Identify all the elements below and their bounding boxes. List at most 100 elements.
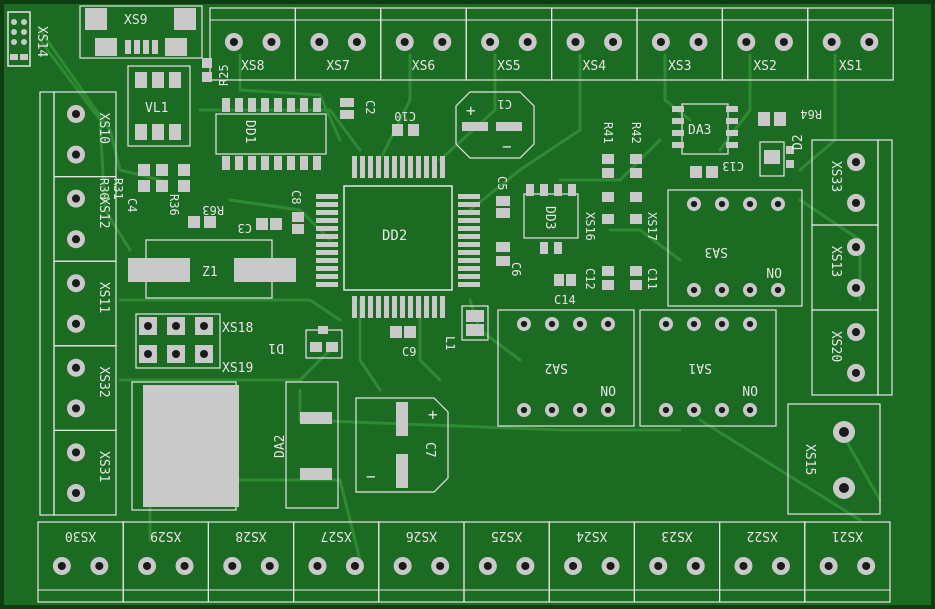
pad-hole — [865, 37, 874, 47]
r42-label: R42 — [629, 122, 643, 144]
left-connector-label: XS31 — [96, 451, 111, 482]
ic-pin — [313, 98, 321, 112]
vl1-label: VL1 — [145, 101, 168, 116]
xs17-jumper: XS17 — [630, 192, 659, 241]
pad-hole — [95, 561, 104, 571]
right-connector-label: XS13 — [828, 246, 843, 277]
z1-label: Z1 — [202, 265, 218, 280]
pad-hole — [851, 328, 861, 337]
connector-outline — [804, 521, 891, 603]
connector-outline — [53, 429, 117, 516]
pad-hole — [774, 286, 782, 294]
pad-hole — [71, 488, 81, 498]
c11-capacitor: C11 — [630, 266, 659, 290]
pad-hole — [690, 286, 698, 294]
xs9-label: XS9 — [124, 13, 147, 28]
pad-hole — [71, 319, 81, 328]
ic-pin — [416, 156, 421, 178]
pad-hole — [400, 37, 409, 47]
dd3-label: DD3 — [542, 206, 557, 229]
bottom-connector-label: XS29 — [150, 528, 181, 543]
ic-pin — [432, 156, 437, 178]
sa3-on-label: ON — [766, 264, 782, 279]
c7-plus: + — [428, 405, 438, 424]
r25-label: R25 — [217, 64, 231, 86]
ic-pin — [316, 194, 338, 199]
c7-label: C7 — [422, 442, 437, 458]
pad-hole — [71, 448, 81, 457]
c6-label: C6 — [509, 262, 523, 276]
pad-hole — [71, 235, 81, 244]
pad-hole — [851, 283, 861, 292]
pad-hole — [718, 320, 726, 328]
pad-hole — [71, 150, 81, 159]
dd2-microcontroller: DD2 — [316, 156, 480, 318]
pad-hole — [313, 561, 322, 571]
pad-hole — [71, 363, 81, 372]
c8-label: C8 — [289, 190, 303, 204]
pad-hole — [862, 561, 871, 571]
ic-pin — [368, 156, 373, 178]
ic-pin — [235, 156, 243, 170]
pad-hole — [776, 561, 785, 571]
dd3-ic: DD3 — [523, 184, 579, 254]
r30-label: R30 — [97, 178, 111, 200]
ic-pin — [261, 98, 269, 112]
sa2-switch: SA2 ON — [497, 309, 635, 427]
c2-label: C2 — [363, 100, 377, 114]
dd1-label: DD1 — [242, 120, 257, 143]
r41-label: R41 — [601, 122, 615, 144]
ic-pin — [274, 98, 282, 112]
ic-pin — [316, 202, 338, 207]
ic-pin — [458, 210, 480, 215]
bottom-connector-label: XS24 — [576, 528, 607, 543]
pad-hole — [851, 198, 861, 207]
pad-hole — [746, 286, 754, 294]
pad-hole — [694, 37, 703, 47]
pad-hole — [352, 37, 361, 47]
vl1-regulator: VL1 — [127, 65, 191, 147]
ic-pin — [458, 266, 480, 271]
c1-electrolytic-capacitor: + − C1 — [455, 91, 535, 159]
c5-capacitor: C5 — [495, 176, 510, 218]
c14-capacitor: C14 — [554, 274, 576, 307]
ic-pin — [392, 296, 397, 318]
ic-pin — [400, 296, 405, 318]
top-connector-label: XS1 — [839, 59, 862, 74]
pad-hole — [523, 37, 532, 47]
pad-hole — [548, 406, 556, 414]
pad-hole — [436, 561, 445, 571]
header-pin-hole — [200, 322, 208, 330]
xs18-label: XS18 — [222, 321, 253, 336]
dd1-ic: DD1 — [215, 98, 327, 170]
ic-pin — [458, 234, 480, 239]
top-connector-label: XS6 — [412, 59, 435, 74]
c11-label: C11 — [645, 268, 659, 290]
pad-hole — [691, 561, 700, 571]
pad-hole — [520, 320, 528, 328]
bottom-connector-label: XS26 — [406, 528, 437, 543]
ic-pin — [440, 296, 445, 318]
ic-pin — [416, 296, 421, 318]
pad-hole — [746, 200, 754, 208]
pad-hole — [746, 406, 754, 414]
pad-hole — [265, 561, 274, 571]
pad-hole — [656, 37, 665, 47]
ic-pin — [316, 258, 338, 263]
pad-hole — [779, 37, 788, 47]
ic-pin — [392, 156, 397, 178]
r31-label: R31 — [111, 178, 125, 200]
l1-inductor: L1 — [443, 305, 489, 350]
ic-pin — [316, 218, 338, 223]
ic-pin — [432, 296, 437, 318]
pad-hole — [690, 406, 698, 414]
r30-resistor: R30 — [97, 164, 150, 200]
pad-hole — [520, 406, 528, 414]
top-connector-label: XS8 — [241, 59, 264, 74]
top-connector-label: XS2 — [753, 59, 776, 74]
c2-capacitor: C2 — [340, 98, 377, 119]
xs15-connector: XS15 — [787, 403, 881, 515]
ic-pin — [458, 226, 480, 231]
c10-capacitor: C10 — [392, 109, 419, 136]
pad-hole — [576, 406, 584, 414]
